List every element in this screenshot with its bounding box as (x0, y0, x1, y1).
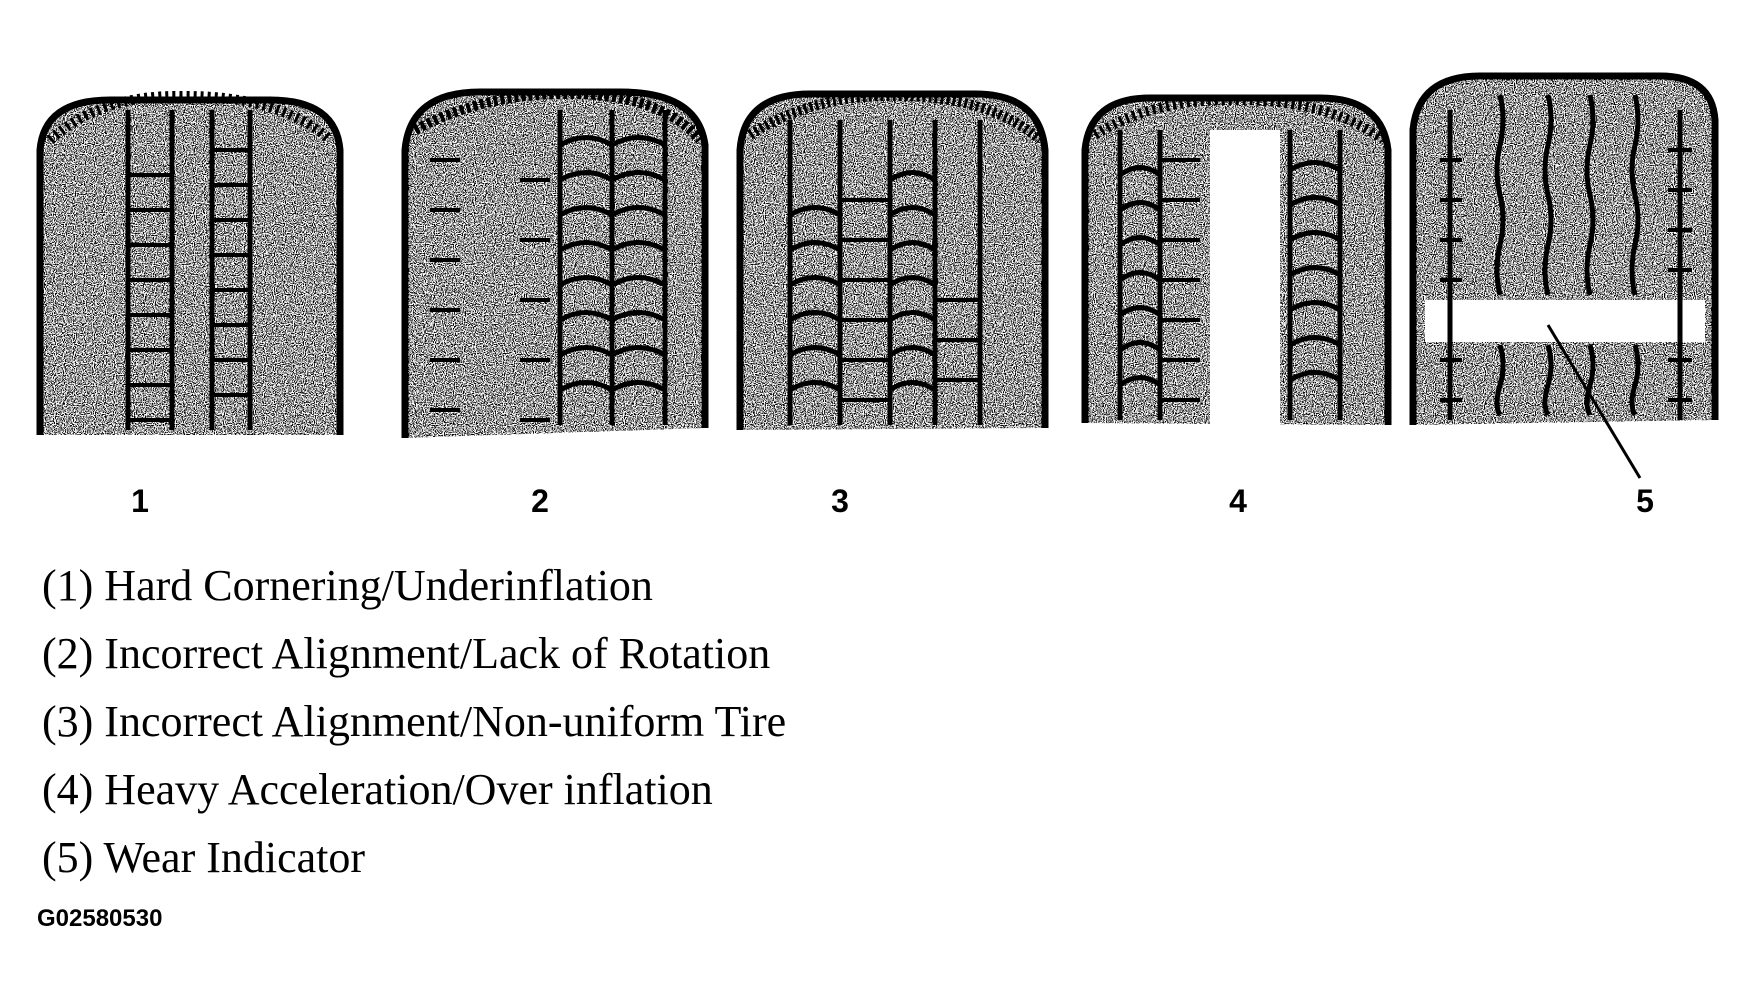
tire-4-tread (1081, 94, 1392, 425)
tire-5-tread (1409, 72, 1719, 479)
wear-indicator-leader-line (1546, 324, 1642, 479)
tire-number-4: 4 (1229, 483, 1247, 519)
legend-item-4: (4) Heavy Acceleration/Over inflation (42, 765, 713, 814)
tire-1-tread (36, 90, 344, 435)
tire-number-3: 3 (831, 483, 849, 519)
legend-item-1: (1) Hard Cornering/Underinflation (42, 561, 653, 610)
tire-number-5: 5 (1636, 483, 1654, 519)
tire-3-tread (736, 90, 1049, 430)
tire-number-1: 1 (131, 483, 149, 519)
wear-pattern-legend: (1) Hard Cornering/Underinflation (2) In… (42, 552, 786, 892)
tire-2-tread (401, 88, 709, 438)
tire-number-2: 2 (531, 483, 549, 519)
legend-item-3: (3) Incorrect Alignment/Non-uniform Tire (42, 697, 787, 746)
legend-item-2: (2) Incorrect Alignment/Lack of Rotation (42, 629, 771, 678)
legend-item-5: (5) Wear Indicator (42, 833, 366, 882)
figure-id: G02580530 (37, 905, 163, 932)
